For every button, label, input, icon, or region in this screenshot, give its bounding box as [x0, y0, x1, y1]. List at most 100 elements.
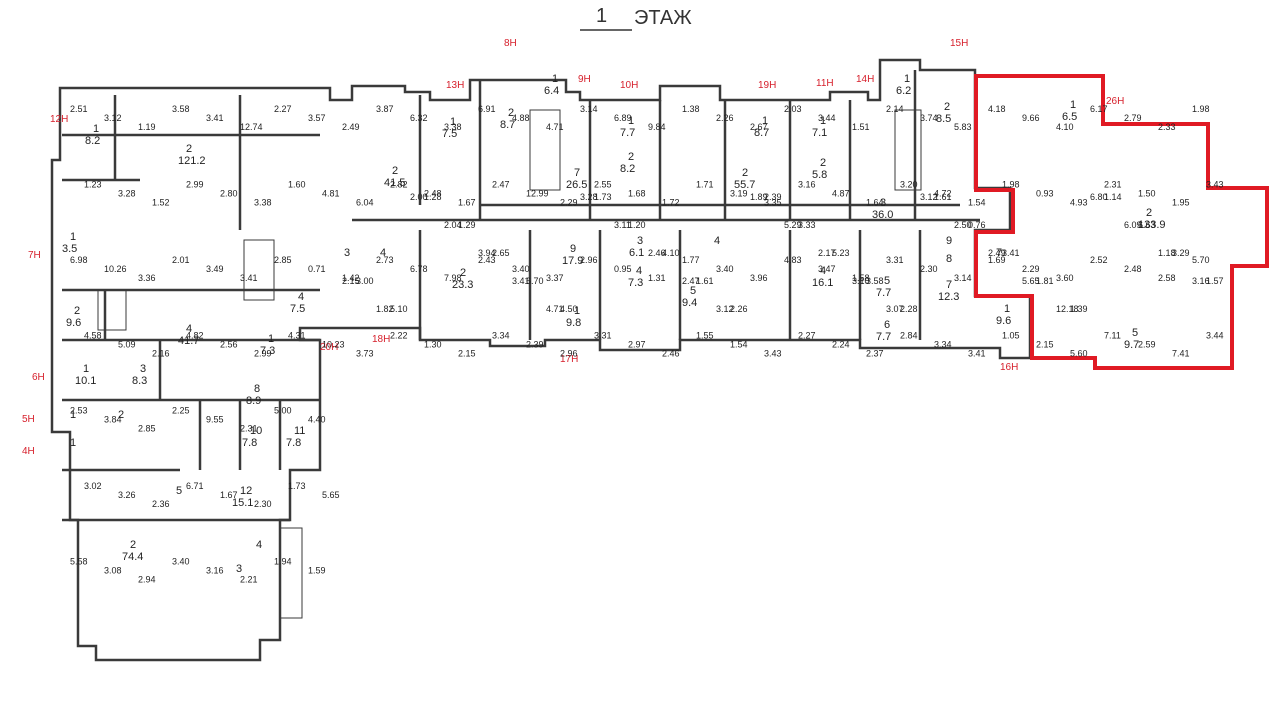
room-area: 9.8	[566, 317, 581, 329]
room-number: 1	[83, 363, 89, 375]
dimension-label: 3.38	[254, 197, 272, 207]
entrance-label: 4Н	[22, 446, 35, 457]
dimension-label: 1.61	[696, 276, 714, 286]
walls	[50, 58, 1032, 662]
room-number: 2	[74, 305, 80, 317]
room-area: 7.5	[442, 128, 457, 140]
dimension-label: 3.94	[478, 248, 496, 258]
room-number: 1	[552, 73, 558, 85]
dimension-label: 2.99	[254, 348, 272, 358]
dimension-label: 12.18	[1056, 304, 1079, 314]
room-number: 2	[460, 267, 466, 279]
room-number: 8	[254, 383, 260, 395]
room-number: 1	[70, 231, 76, 243]
dimension-label: 1.23	[84, 179, 102, 189]
dimension-label: 1.94	[274, 557, 292, 567]
dimension-label: 2.00	[410, 192, 428, 202]
dimension-label: 6.17	[1090, 104, 1108, 114]
dimension-label: 2.33	[1158, 122, 1176, 132]
dimension-label: 3.58	[866, 276, 884, 286]
room-number: 1	[1004, 303, 1010, 315]
dimension-label: 4.71	[546, 122, 564, 132]
dimension-label: 1.20	[628, 220, 646, 230]
entrance-label: 14Н	[856, 74, 874, 85]
dimension-label: 3.31	[594, 330, 612, 340]
dimension-label: 3.16	[798, 179, 816, 189]
room-area: 16.1	[812, 277, 833, 289]
dimension-label: 3.02	[84, 481, 102, 491]
dimension-label: 1.28	[424, 192, 442, 202]
dimension-label: 4.93	[1070, 197, 1088, 207]
entrance-label: 17Н	[560, 354, 578, 365]
room-number: 10	[250, 425, 262, 437]
dimension-label: 3.49	[206, 264, 224, 274]
dimension-label: 2.37	[866, 348, 884, 358]
dimension-label: 2.73	[376, 255, 394, 265]
room-number: 5	[176, 485, 182, 497]
dimension-label: 1.81	[1036, 276, 1054, 286]
dimension-label: 2.56	[220, 339, 238, 349]
dimension-label: 6.04	[356, 197, 374, 207]
floor-number: 1	[596, 5, 607, 27]
dimension-label: 1.55	[696, 330, 714, 340]
dimension-label: 2.26	[716, 113, 734, 123]
dimension-label: 2.80	[220, 188, 238, 198]
room-area: 7.8	[286, 437, 301, 449]
dimension-label: 5.65	[322, 490, 340, 500]
dimension-label: 1.57	[1206, 276, 1224, 286]
room-number: 3	[236, 563, 242, 575]
dimension-label: 0.93	[1036, 188, 1054, 198]
dimension-label: 0.95	[614, 264, 632, 274]
room-number: 9	[946, 235, 952, 247]
dimension-label: 2.82	[390, 179, 408, 189]
room-area: 12.3	[938, 291, 959, 303]
dimension-label: 3.20	[900, 179, 918, 189]
stairs-elevators	[97, 109, 922, 619]
dimension-label: 2.99	[186, 179, 204, 189]
room-area: 8.7	[754, 127, 769, 139]
dimension-label: 4.40	[308, 415, 326, 425]
room-area: 26.5	[566, 179, 587, 191]
room-area: 74.4	[122, 551, 143, 563]
dimension-label: 2.16	[152, 348, 170, 358]
dimension-label: 2.21	[240, 575, 258, 585]
room-area: 9.7	[1124, 339, 1139, 351]
dimension-label: 9.55	[206, 415, 224, 425]
dimension-label: 2.52	[1090, 255, 1108, 265]
inner-corridor	[62, 133, 980, 522]
dimension-label: 2.29	[560, 197, 578, 207]
dimension-label: 1.38	[682, 104, 700, 114]
dimension-label: 5.65	[1022, 276, 1040, 286]
room-area: 10.1	[75, 375, 96, 387]
dimension-label: 3.12	[104, 113, 122, 123]
room-area: 17.9	[562, 255, 583, 267]
dimension-label: 3.00	[356, 276, 374, 286]
room-number: 5	[884, 275, 890, 287]
dimension-label: 3.47	[818, 264, 836, 274]
dimension-label: 3.16	[1192, 276, 1210, 286]
dimension-label: 3.41	[968, 348, 986, 358]
room-area: 41.5	[384, 177, 405, 189]
dimension-label: 2.84	[900, 330, 918, 340]
dimension-label: 2.28	[900, 304, 918, 314]
room-area: 15.1	[232, 497, 253, 509]
dimension-label: 6.91	[478, 104, 496, 114]
room-area: 36.0	[872, 209, 893, 221]
dimension-label: 3.26	[118, 490, 136, 500]
dimension-label: 2.67	[750, 122, 768, 132]
dimension-label: 2.49	[342, 122, 360, 132]
dimension-label: 3.43	[764, 348, 782, 358]
dimension-label: 3.16	[206, 566, 224, 576]
dimension-label: 4.81	[322, 188, 340, 198]
dimension-label: 2.47	[682, 276, 700, 286]
entrance-label: 26Н	[1106, 96, 1124, 107]
room-number: 2	[1146, 207, 1152, 219]
dimension-label: 2.48	[1124, 264, 1142, 274]
entrance-label: 15Н	[950, 38, 968, 49]
room-number: 7	[996, 247, 1002, 259]
dimension-label: 2.04	[444, 220, 462, 230]
room-number: 7	[946, 279, 952, 291]
dimension-label: 3.40	[172, 557, 190, 567]
room-area: 8.3	[132, 375, 147, 387]
